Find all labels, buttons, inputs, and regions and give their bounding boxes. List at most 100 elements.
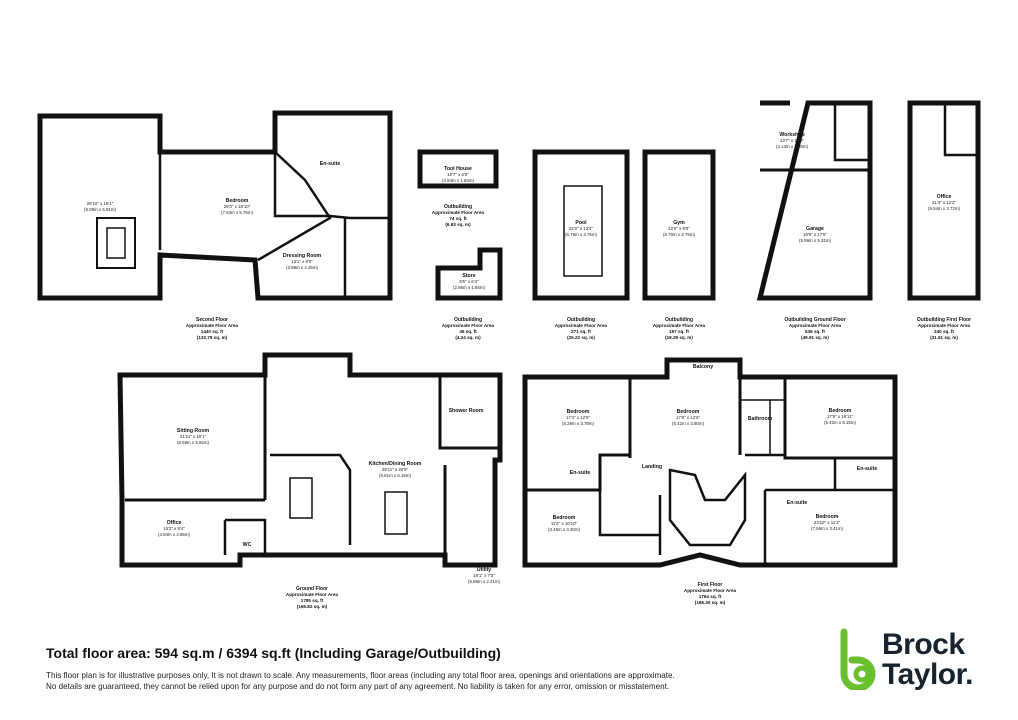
workshop-label: Workshop bbox=[779, 132, 804, 138]
garage-plan bbox=[756, 100, 873, 301]
wc-label: WC bbox=[243, 542, 252, 548]
first-floor-plan bbox=[522, 357, 898, 568]
shower-room-label: Shower Room bbox=[449, 408, 484, 414]
svg-text:Approximate Floor Area: Approximate Floor Area bbox=[186, 323, 239, 328]
svg-text:1764 sq. ft: 1764 sq. ft bbox=[699, 594, 722, 599]
svg-text:9'5" x 6'4": 9'5" x 6'4" bbox=[459, 279, 479, 284]
first-floor-caption: First Floor Approximate Floor Area 1764 … bbox=[684, 582, 737, 605]
room-labels: 29'10" x 19'1" (9.09m x 5.81m) Bedroom 2… bbox=[84, 132, 961, 584]
brand-line-2: Taylor. bbox=[882, 658, 973, 691]
svg-text:(4.24 sq. m): (4.24 sq. m) bbox=[455, 335, 481, 340]
svg-text:74 sq. ft: 74 sq. ft bbox=[449, 216, 467, 221]
loft-dimensions-metric: (9.09m x 5.81m) bbox=[84, 207, 117, 212]
outbuilding-ground-caption: Outbuilding Ground Floor Approximate Flo… bbox=[784, 317, 845, 340]
svg-text:1785 sq. ft: 1785 sq. ft bbox=[301, 598, 324, 603]
gym-label: Gym bbox=[673, 220, 685, 226]
balcony-label: Balcony bbox=[693, 364, 713, 370]
svg-text:(3.84m x 1.84m): (3.84m x 1.84m) bbox=[442, 178, 475, 183]
svg-text:Approximate Floor Area: Approximate Floor Area bbox=[918, 323, 971, 328]
svg-text:(18.29 sq. m): (18.29 sq. m) bbox=[665, 335, 693, 340]
svg-text:(49.91 sq. m): (49.91 sq. m) bbox=[801, 335, 829, 340]
bedroom-4-label: Bedroom bbox=[553, 515, 576, 521]
tool-house-plan bbox=[417, 149, 499, 189]
svg-text:Approximate Floor Area: Approximate Floor Area bbox=[684, 588, 737, 593]
second-floor-caption: Second Floor Approximate Floor Area 1440… bbox=[186, 317, 239, 340]
svg-text:(7.63m x 5.75m): (7.63m x 5.75m) bbox=[221, 210, 254, 215]
svg-text:Outbuilding: Outbuilding bbox=[444, 204, 472, 210]
svg-text:Outbuilding: Outbuilding bbox=[665, 317, 693, 323]
svg-text:25'0" x 18'10": 25'0" x 18'10" bbox=[224, 204, 251, 209]
bedroom-3-label: Bedroom bbox=[829, 408, 852, 414]
svg-text:271 sq. ft: 271 sq. ft bbox=[571, 329, 591, 334]
svg-text:17'9" x 12'6": 17'9" x 12'6" bbox=[676, 415, 701, 420]
svg-text:Outbuilding: Outbuilding bbox=[454, 317, 482, 323]
svg-text:(4.13m x 3.28m): (4.13m x 3.28m) bbox=[776, 144, 809, 149]
svg-text:Approximate Floor Area: Approximate Floor Area bbox=[653, 323, 706, 328]
svg-text:Approximate Floor Area: Approximate Floor Area bbox=[286, 592, 339, 597]
svg-text:Approximate Floor Area: Approximate Floor Area bbox=[555, 323, 608, 328]
svg-text:(5.99m x 5.31m): (5.99m x 5.31m) bbox=[799, 238, 832, 243]
svg-text:(5.42m x 3.80m): (5.42m x 3.80m) bbox=[672, 421, 705, 426]
outbuilding-office-label: Office bbox=[937, 194, 952, 200]
svg-text:(6.93 sq. m): (6.93 sq. m) bbox=[445, 222, 471, 227]
svg-text:Ground Floor: Ground Floor bbox=[296, 586, 328, 592]
brock-taylor-logo: Brock Taylor. bbox=[838, 626, 998, 696]
bedroom-5-label: Bedroom bbox=[816, 514, 839, 520]
loft-dimensions: 29'10" x 19'1" bbox=[87, 201, 114, 206]
svg-text:22'0" x 9'0": 22'0" x 9'0" bbox=[668, 226, 690, 231]
dressing-room-label: Dressing Room bbox=[283, 253, 322, 259]
svg-text:(3.98m x 2.45m): (3.98m x 2.45m) bbox=[286, 265, 319, 270]
svg-text:(9.54m x 3.72m): (9.54m x 3.72m) bbox=[928, 206, 961, 211]
svg-text:(133.78 sq. m): (133.78 sq. m) bbox=[197, 335, 228, 340]
svg-text:(3.45m x 3.30m): (3.45m x 3.30m) bbox=[548, 527, 581, 532]
outbuilding-b-caption: Outbuilding Approximate Floor Area 45 sq… bbox=[442, 317, 495, 340]
second-floor-plan bbox=[37, 110, 393, 301]
svg-text:17'4" x 12'5": 17'4" x 12'5" bbox=[566, 415, 591, 420]
svg-text:31'4" x 12'2": 31'4" x 12'2" bbox=[932, 200, 957, 205]
outbuilding-d-caption: Outbuilding Approximate Floor Area 197 s… bbox=[653, 317, 706, 340]
landing-label: Landing bbox=[642, 464, 662, 470]
svg-text:Outbuilding: Outbuilding bbox=[567, 317, 595, 323]
svg-text:(6.70m x 2.75m): (6.70m x 2.75m) bbox=[663, 232, 696, 237]
svg-text:16'2" x 9'4": 16'2" x 9'4" bbox=[163, 526, 185, 531]
svg-text:Outbuilding Ground Floor: Outbuilding Ground Floor bbox=[784, 317, 845, 323]
svg-text:Approximate Floor Area: Approximate Floor Area bbox=[432, 210, 485, 215]
ground-floor-plan bbox=[117, 352, 503, 568]
svg-text:(165.82 sq. m): (165.82 sq. m) bbox=[297, 604, 328, 609]
outbuilding-first-floor-plan bbox=[907, 100, 981, 301]
store-label: Store bbox=[462, 273, 475, 279]
svg-text:19'1" x 7'3": 19'1" x 7'3" bbox=[473, 573, 495, 578]
outbuilding-c-caption: Outbuilding Approximate Floor Area 271 s… bbox=[555, 317, 608, 340]
disclaimer-line-2: No details are guaranteed, they cannot b… bbox=[46, 682, 670, 691]
garage-label: Garage bbox=[806, 226, 824, 232]
svg-text:197 sq. ft: 197 sq. ft bbox=[669, 329, 689, 334]
svg-text:11'4" x 10'10": 11'4" x 10'10" bbox=[551, 521, 578, 526]
svg-text:(5.42m x 5.15m): (5.42m x 5.15m) bbox=[824, 420, 857, 425]
svg-text:536 sq. ft: 536 sq. ft bbox=[805, 329, 825, 334]
svg-text:22'2" x 12'4": 22'2" x 12'4" bbox=[569, 226, 594, 231]
svg-text:Approximate Floor Area: Approximate Floor Area bbox=[442, 323, 495, 328]
svg-text:21'11" x 19'1": 21'11" x 19'1" bbox=[180, 434, 207, 439]
kitchen-label: Kitchen/Dining Room bbox=[369, 461, 422, 467]
svg-text:(5.86m x 2.21m): (5.86m x 2.21m) bbox=[468, 579, 501, 584]
total-floor-area: Total floor area: 594 sq.m / 6394 sq.ft … bbox=[46, 645, 501, 661]
svg-text:(8.81m x 6.16m): (8.81m x 6.16m) bbox=[379, 473, 412, 478]
sitting-room-label: Sitting Room bbox=[177, 428, 210, 434]
svg-text:19'8" x 17'5": 19'8" x 17'5" bbox=[803, 232, 828, 237]
ensuite-top-label: En-suite bbox=[320, 161, 341, 167]
svg-text:Second Floor: Second Floor bbox=[196, 317, 228, 323]
bedroom-2-label: Bedroom bbox=[677, 409, 700, 415]
svg-text:First Floor: First Floor bbox=[698, 582, 723, 588]
svg-text:(6.76m x 3.75m): (6.76m x 3.75m) bbox=[565, 232, 598, 237]
pool-plan bbox=[532, 149, 630, 301]
svg-text:340 sq. ft: 340 sq. ft bbox=[934, 329, 954, 334]
svg-text:(5.29m x 3.78m): (5.29m x 3.78m) bbox=[562, 421, 595, 426]
svg-text:(31.61 sq. m): (31.61 sq. m) bbox=[930, 335, 958, 340]
tool-house-label: Tool House bbox=[444, 166, 472, 172]
svg-text:24'10" x 11'2": 24'10" x 11'2" bbox=[814, 520, 841, 525]
svg-text:Approximate Floor Area: Approximate Floor Area bbox=[789, 323, 842, 328]
utility-label: Utility bbox=[477, 567, 492, 573]
svg-text:(4.94m x 2.85m): (4.94m x 2.85m) bbox=[158, 532, 191, 537]
outbuilding-first-caption: Outbuilding First Floor Approximate Floo… bbox=[917, 317, 971, 340]
ground-floor-caption: Ground Floor Approximate Floor Area 1785… bbox=[286, 586, 339, 609]
